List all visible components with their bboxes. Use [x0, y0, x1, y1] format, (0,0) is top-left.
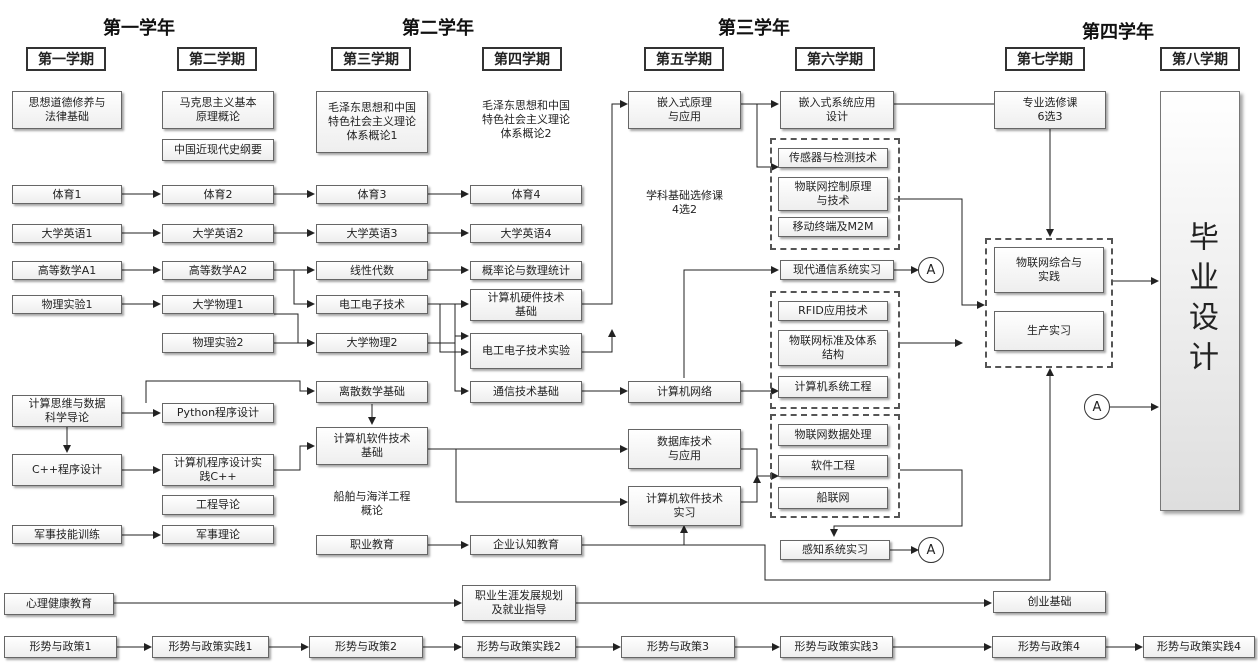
semester-6-header: 第六学期	[795, 47, 875, 71]
semester-8-header: 第八学期	[1160, 47, 1240, 71]
course-box: 体育1	[12, 185, 122, 204]
course-box: 物联网控制原理 与技术	[778, 177, 888, 211]
course-box: RFID应用技术	[778, 301, 888, 321]
course-box: 生产实习	[994, 311, 1104, 351]
course-box: 职业教育	[316, 535, 428, 555]
course-box: 形势与政策实践4	[1143, 636, 1255, 658]
course-box: 大学物理2	[316, 333, 428, 353]
year-3-heading: 第三学年	[718, 18, 790, 39]
course-box: 计算机软件技术 基础	[316, 427, 428, 465]
year-4-heading: 第四学年	[1082, 22, 1154, 43]
course-box: 形势与政策3	[621, 636, 735, 658]
course-box: 线性代数	[316, 261, 428, 280]
course-box: 电工电子技术实验	[470, 333, 582, 369]
course-box: 形势与政策4	[992, 636, 1106, 658]
course-box: 中国近现代史纲要	[162, 139, 274, 161]
connector-a: A	[918, 257, 944, 283]
course-box: 形势与政策2	[309, 636, 423, 658]
course-box: 现代通信系统实习	[780, 260, 894, 280]
connector-a: A	[1084, 394, 1110, 420]
semester-1-header: 第一学期	[26, 47, 106, 71]
elective-group-network	[770, 291, 900, 409]
course-box: 物联网标准及体系 结构	[778, 330, 888, 366]
course-box: 军事理论	[162, 525, 274, 544]
course-box: 毛泽东思想和中国 特色社会主义理论 体系概论1	[316, 91, 428, 153]
course-box: 离散数学基础	[316, 381, 428, 403]
course-box: 高等数学A1	[12, 261, 122, 280]
semester-4-header: 第四学期	[482, 47, 562, 71]
course-box: 体育2	[162, 185, 274, 204]
course-box: 大学英语1	[12, 224, 122, 243]
semester-5-header: 第五学期	[644, 47, 724, 71]
semester-3-header: 第三学期	[331, 47, 411, 71]
practice-group	[985, 238, 1113, 368]
course-label: 毛泽东思想和中国 特色社会主义理论 体系概论2	[482, 99, 570, 140]
course-box: 数据库技术 与应用	[628, 429, 741, 469]
course-box: 马克思主义基本 原理概论	[162, 91, 274, 129]
course-box: 嵌入式系统应用 设计	[780, 91, 894, 129]
course-box: 计算机软件技术 实习	[628, 486, 741, 526]
course-box: 专业选修课 6选3	[994, 91, 1106, 129]
connector-a: A	[918, 537, 944, 563]
course-box: 感知系统实习	[780, 540, 890, 560]
graduation-project-label: 毕业设计	[1183, 221, 1218, 381]
course-box: 形势与政策实践2	[462, 636, 576, 658]
course-box: 物理实验2	[162, 333, 274, 353]
semester-7-header: 第七学期	[1005, 47, 1085, 71]
course-box: 形势与政策实践3	[780, 636, 893, 658]
course-box: 物理实验1	[12, 295, 122, 314]
course-box: 企业认知教育	[470, 535, 582, 555]
course-box: 工程导论	[162, 495, 274, 515]
course-label: 学科基础选修课 4选2	[646, 189, 723, 216]
year-1-heading: 第一学年	[103, 18, 175, 39]
course-box: 职业生涯发展规划 及就业指导	[462, 585, 576, 621]
course-box: 嵌入式原理 与应用	[628, 91, 741, 129]
course-box: 高等数学A2	[162, 261, 274, 280]
course-box: 思想道德修养与 法律基础	[12, 91, 122, 129]
course-box: 形势与政策1	[4, 636, 117, 658]
graduation-project-box: 毕业设计	[1160, 91, 1240, 511]
course-box: 体育4	[470, 185, 582, 204]
year-2-heading: 第二学年	[402, 18, 474, 39]
course-box: 传感器与检测技术	[778, 148, 888, 168]
course-box: 船联网	[778, 487, 888, 509]
course-box: 大学英语3	[316, 224, 428, 243]
course-box: 大学英语2	[162, 224, 274, 243]
semester-2-header: 第二学期	[177, 47, 257, 71]
course-box: 物联网数据处理	[778, 424, 888, 446]
course-box: 电工电子技术	[316, 295, 428, 314]
course-box: 计算机程序设计实 践C++	[162, 454, 274, 486]
course-box: 大学物理1	[162, 295, 274, 314]
elective-group-software	[770, 414, 900, 518]
course-box: C++程序设计	[12, 454, 122, 486]
course-label: 船舶与海洋工程 概论	[333, 490, 411, 517]
course-box: 心理健康教育	[4, 593, 114, 615]
course-box: 创业基础	[993, 591, 1106, 613]
elective-group-iot	[770, 138, 900, 250]
course-box: 计算机网络	[628, 381, 741, 403]
course-box: 体育3	[316, 185, 428, 204]
course-box: 大学英语4	[470, 224, 582, 243]
course-box: 通信技术基础	[470, 381, 582, 403]
course-box: Python程序设计	[162, 403, 274, 423]
course-box: 形势与政策实践1	[152, 636, 269, 658]
course-box: 军事技能训练	[12, 525, 122, 544]
course-box: 计算机硬件技术 基础	[470, 289, 582, 321]
course-box: 概率论与数理统计	[470, 261, 582, 280]
course-box: 物联网综合与 实践	[994, 247, 1104, 293]
course-box: 移动终端及M2M	[778, 217, 888, 237]
course-box: 计算思维与数据 科学导论	[12, 395, 122, 427]
course-box: 计算机系统工程	[778, 376, 888, 398]
course-box: 软件工程	[778, 455, 888, 477]
